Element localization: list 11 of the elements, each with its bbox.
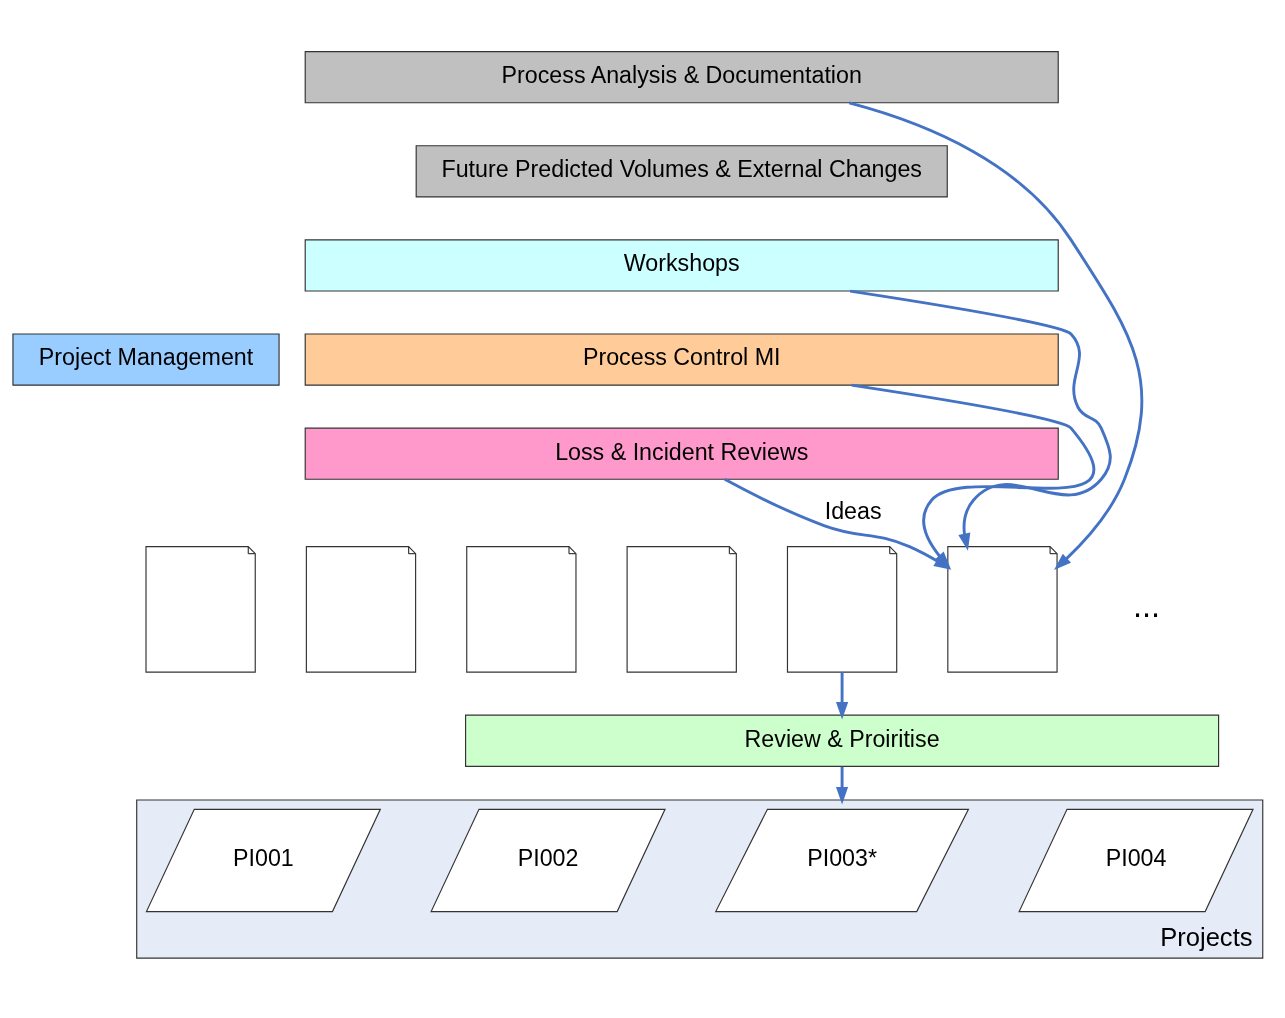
edge-label: Ideas: [824, 497, 882, 524]
node-box: Project Management: [12, 332, 280, 386]
node-box: Process Analysis & Documentation: [304, 50, 1059, 103]
node-box: Review & Proiritise: [465, 714, 1220, 767]
node-box: Loss & Incident Reviews: [304, 427, 1059, 480]
node-box: Future Predicted Volumes & External Changes: [415, 144, 948, 197]
arrow: [835, 671, 849, 719]
node-box: Workshops: [304, 238, 1059, 292]
node-box: Process Control MI: [304, 332, 1059, 386]
label: ...: [1132, 587, 1161, 624]
arrow: [835, 766, 849, 804]
